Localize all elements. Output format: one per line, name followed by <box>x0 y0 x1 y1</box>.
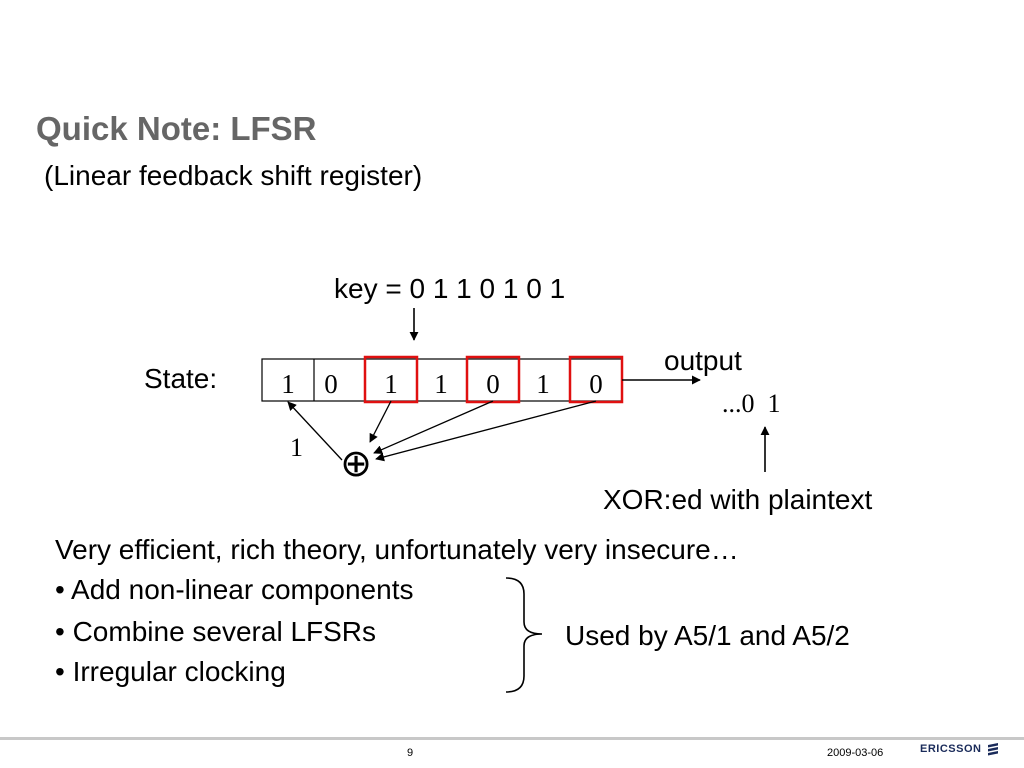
bullet-item: • Add non-linear components <box>55 574 414 605</box>
ericsson-logo: ERICSSON <box>920 742 1000 756</box>
footer-date: 2009-03-06 <box>827 747 884 759</box>
register-cell: 0 <box>486 369 500 399</box>
register-cell: 1 <box>434 369 448 399</box>
output-label: output <box>664 345 742 376</box>
output-stream: ...0 1 <box>722 389 781 418</box>
tap-highlight <box>465 355 521 404</box>
used-by-note: Used by A5/1 and A5/2 <box>565 620 850 651</box>
lead-text: Very efficient, rich theory, unfortunate… <box>55 534 739 565</box>
bullet-item: • Combine several LFSRs <box>55 616 377 647</box>
slide-subtitle: (Linear feedback shift register) <box>44 160 423 191</box>
feedback-bit: 1 <box>290 433 303 462</box>
register-cell: 1 <box>384 369 398 399</box>
tap-arrow-1 <box>369 400 392 443</box>
tap-arrow-2 <box>373 400 494 454</box>
tap-arrow-3 <box>375 400 597 462</box>
footer-divider <box>0 737 1024 740</box>
xor-symbol: ⊕ <box>340 443 372 485</box>
register-cell: 0 <box>589 369 603 399</box>
slide-title: Quick Note: LFSR <box>36 110 317 147</box>
register-cell: 0 <box>324 369 338 399</box>
register-cell: 1 <box>536 369 550 399</box>
state-label: State: <box>144 363 217 394</box>
brace <box>505 577 543 693</box>
feedback-arrow <box>287 401 343 461</box>
ericsson-mark-icon <box>988 743 999 756</box>
register-cell: 1 <box>281 369 295 399</box>
brand-name: ERICSSON <box>920 743 982 755</box>
page-number: 9 <box>407 747 414 759</box>
key-label: key = 0 1 1 0 1 0 1 <box>334 273 565 304</box>
register-box <box>261 358 623 402</box>
bullet-item: • Irregular clocking <box>55 656 286 687</box>
xor-note: XOR:ed with plaintext <box>603 484 872 515</box>
